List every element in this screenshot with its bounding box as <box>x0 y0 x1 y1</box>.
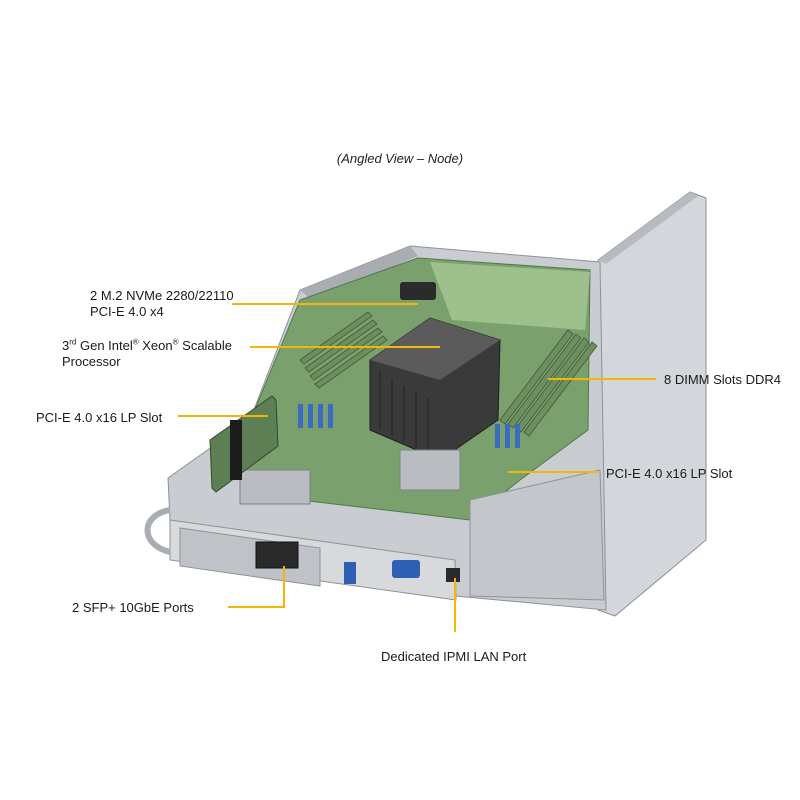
riser-board <box>430 262 590 330</box>
callout-dimm-slots: 8 DIMM Slots DDR4 <box>664 372 782 387</box>
dimm-latches <box>298 404 520 448</box>
cpu-sup-reg1: ® <box>132 337 139 347</box>
chassis-rail-top <box>598 192 698 264</box>
pcie-slot-left <box>230 420 242 480</box>
callout-m2-nvme: 2 M.2 NVMe 2280/22110 PCI-E 4.0 x4 <box>90 288 234 320</box>
sfp-ports <box>255 541 299 569</box>
vga-port <box>392 560 420 578</box>
heatsink-fins <box>379 372 429 454</box>
callout-sfp-ports: 2 SFP+ 10GbE Ports <box>72 600 194 615</box>
leader-sfp <box>228 566 285 608</box>
callout-processor: 3rd Gen Intel® Xeon® Scalable Processor <box>62 338 232 370</box>
chassis-left-wall <box>300 246 418 300</box>
cpu-mid1: Gen Intel <box>76 338 133 353</box>
chipset-heatsink-right <box>399 449 461 491</box>
cpu-tail: Scalable <box>178 338 233 353</box>
callout-pcie-left: PCI-E 4.0 x16 LP Slot <box>36 410 163 425</box>
callout-processor-line2: Processor <box>62 354 121 369</box>
pcie-riser-left <box>209 395 279 493</box>
ipmi-port <box>446 568 460 582</box>
leader-lines <box>178 303 656 632</box>
callout-m2-line2: PCI-E 4.0 x4 <box>90 304 164 319</box>
chassis-handle <box>144 507 171 555</box>
cpu-sup-reg2: ® <box>172 337 179 347</box>
cpu-heatsink-top <box>370 318 500 380</box>
cpu-mid2: Xeon <box>138 338 173 353</box>
m2-module <box>400 282 436 300</box>
callout-ipmi-lan: Dedicated IPMI LAN Port <box>381 649 527 664</box>
figure-caption: (Angled View – Node) <box>336 151 464 166</box>
dimm-bank-right <box>499 329 598 437</box>
callout-pcie-right: PCI-E 4.0 x16 LP Slot <box>606 466 733 481</box>
chipset-heatsink-left <box>239 469 311 505</box>
cpu-sup-rd: rd <box>69 337 77 347</box>
cpu-prefix: 3 <box>62 338 70 353</box>
callout-m2-line1: 2 M.2 NVMe 2280/22110 <box>90 288 234 303</box>
callout-processor-line1: 3rd Gen Intel® Xeon® Scalable <box>62 338 232 354</box>
pcie-cage-right <box>469 469 605 601</box>
usb-port <box>344 562 356 584</box>
